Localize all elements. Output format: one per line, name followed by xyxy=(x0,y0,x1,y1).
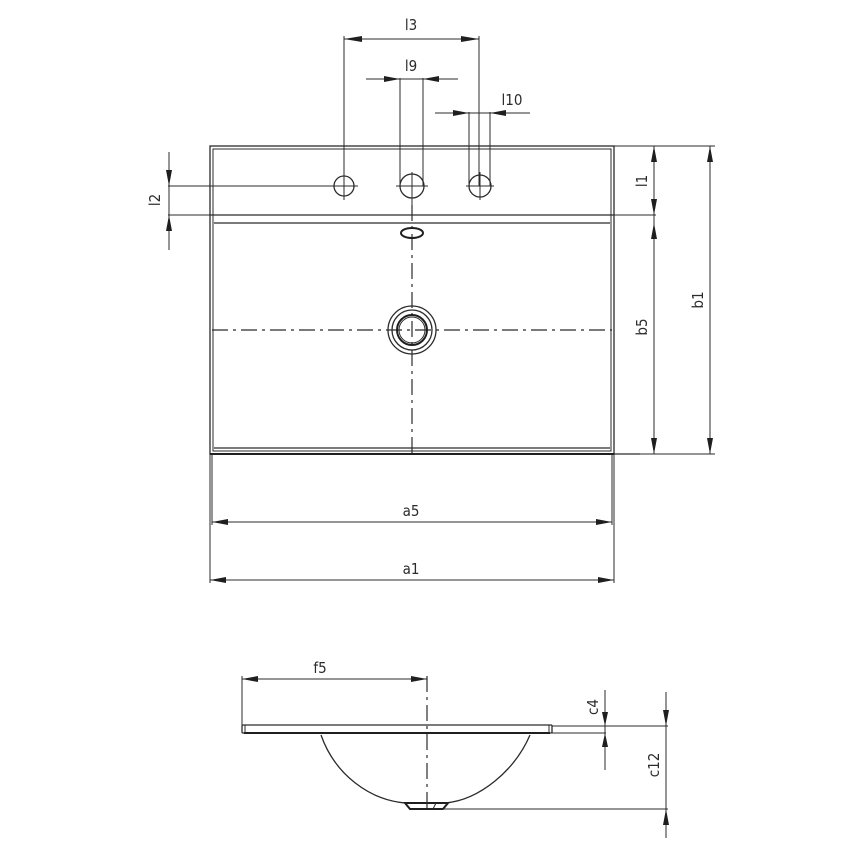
drain-outlet xyxy=(402,802,668,810)
dimension-b1: b1 xyxy=(640,146,715,455)
overflow-icon xyxy=(400,227,424,239)
dimension-b5: b5 xyxy=(633,215,657,454)
label-l2: l2 xyxy=(146,194,164,206)
deck-slab xyxy=(241,724,553,734)
dimension-c12: c12 xyxy=(645,692,669,838)
label-c12: c12 xyxy=(645,753,663,778)
dimension-l10: l10 xyxy=(435,91,530,186)
dimension-l9: l9 xyxy=(366,57,458,186)
dimension-l3: l3 xyxy=(343,16,480,186)
label-a5: a5 xyxy=(403,502,420,520)
dimension-l1: l1 xyxy=(614,145,715,216)
label-a1: a1 xyxy=(403,560,420,578)
dimension-f5: f5 xyxy=(241,659,427,725)
label-b1: b1 xyxy=(689,291,707,308)
side-view: f5 c4 c12 xyxy=(241,659,669,838)
dimension-a5: a5 xyxy=(211,454,613,525)
top-view: l3 l9 l10 l2 xyxy=(146,16,715,583)
label-f5: f5 xyxy=(313,659,326,677)
label-l10: l10 xyxy=(502,91,523,109)
label-c4: c4 xyxy=(584,699,602,715)
dimension-l2: l2 xyxy=(146,152,334,250)
label-b5: b5 xyxy=(633,318,651,335)
bowl-left xyxy=(320,734,406,804)
dimension-a1: a1 xyxy=(209,454,615,583)
dimension-c4: c4 xyxy=(584,690,608,770)
bowl-right xyxy=(444,734,531,804)
label-l3: l3 xyxy=(405,16,417,34)
label-l9: l9 xyxy=(405,57,417,75)
label-l1: l1 xyxy=(633,175,651,187)
drain-icon xyxy=(387,305,437,355)
